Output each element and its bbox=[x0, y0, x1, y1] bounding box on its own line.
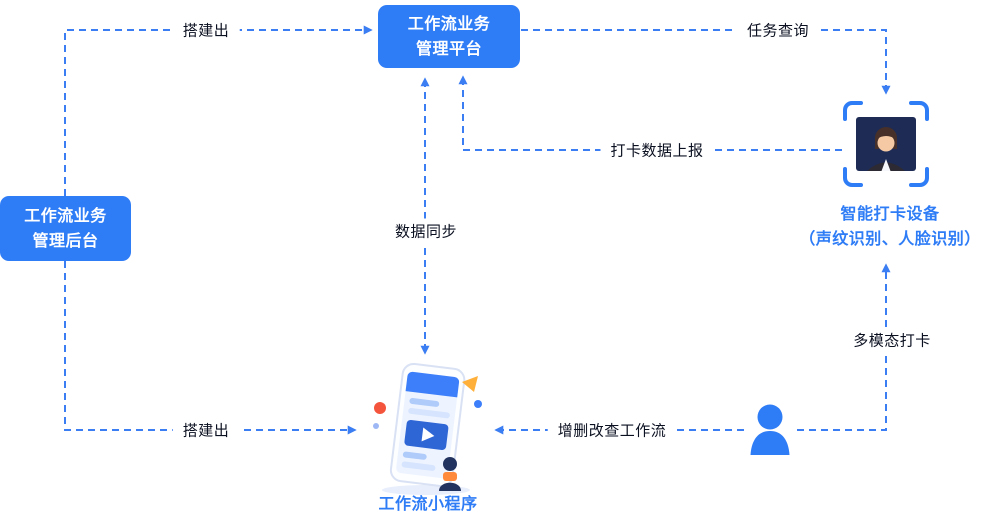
edge-checkin-report bbox=[458, 75, 842, 151]
edge-label-data-sync: 数据同步 bbox=[384, 218, 468, 244]
face-recognition-device-icon bbox=[843, 101, 929, 187]
node-backend: 工作流业务 管理后台 bbox=[0, 196, 131, 261]
node-backend-line2: 管理后台 bbox=[32, 232, 99, 250]
edge-label-checkin-report: 打卡数据上报 bbox=[600, 137, 714, 163]
device-title: 智能打卡设备 bbox=[840, 206, 940, 223]
user-icon bbox=[750, 404, 790, 455]
edge-label-build-platform: 搭建出 bbox=[172, 17, 240, 43]
miniprogram-phone-illustration bbox=[373, 362, 482, 495]
miniprogram-label: 工作流小程序 bbox=[378, 492, 477, 517]
edge-label-build-miniprogram: 搭建出 bbox=[172, 417, 240, 443]
miniprogram-title: 工作流小程序 bbox=[378, 496, 478, 513]
edge-build-miniprogram bbox=[64, 261, 357, 435]
node-backend-line1: 工作流业务 bbox=[24, 207, 107, 225]
edge-label-multimodal-checkin: 多模态打卡 bbox=[843, 327, 941, 353]
node-platform-line2: 管理平台 bbox=[415, 40, 482, 58]
device-label: 智能打卡设备 （声纹识别、人脸识别） bbox=[799, 202, 981, 252]
edge-multimodal-checkin bbox=[797, 263, 891, 431]
edge-label-crud-workflow: 增删改查工作流 bbox=[547, 417, 677, 443]
device-subtitle: （声纹识别、人脸识别） bbox=[799, 231, 981, 248]
edge-build-platform bbox=[64, 25, 373, 196]
edge-task-query bbox=[521, 29, 891, 95]
node-platform-line1: 工作流业务 bbox=[407, 15, 491, 33]
edge-label-task-query: 任务查询 bbox=[736, 17, 820, 43]
node-platform: 工作流业务 管理平台 bbox=[378, 5, 520, 68]
